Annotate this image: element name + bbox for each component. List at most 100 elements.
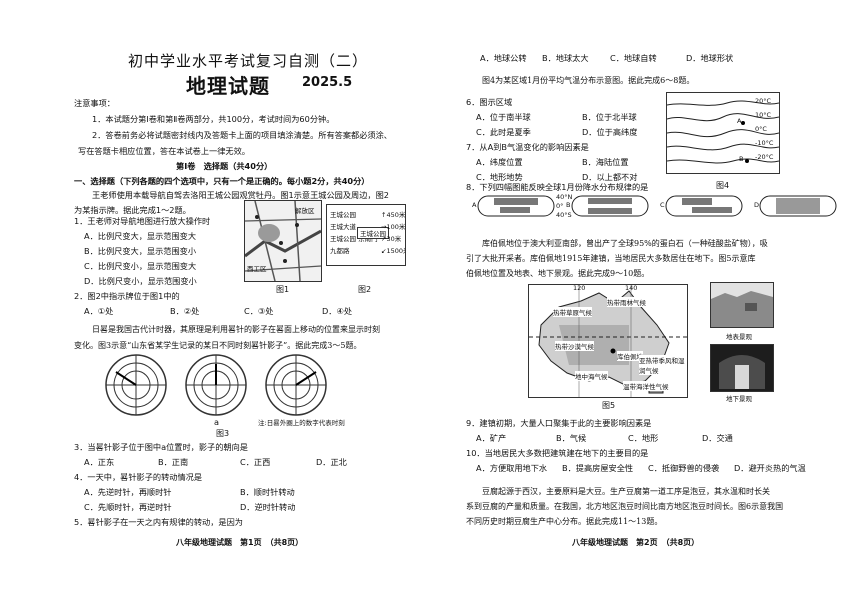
- q1-option-a: A．比例尺变大，显示范围变大: [84, 231, 197, 241]
- q7-option-b: B．海陆位置: [582, 157, 629, 167]
- figure-2-caption: 图2: [358, 285, 372, 294]
- q7-option-c: C．地形地势: [476, 172, 523, 182]
- figure-3-caption: 图3: [216, 429, 230, 438]
- sign-row: 王城公园 东南门: [330, 235, 378, 243]
- intro-paragraph: 日晷是我国古代计时器，其原理是利用晷针的影子在晷面上移动的位置来显示时刻: [92, 325, 380, 334]
- figure-4-isotherm-map: 20°C 10°C 0°C -10°C -20°C A B: [666, 92, 780, 174]
- notice-heading: 注意事项：: [74, 98, 115, 108]
- q3-stem: 3．当晷针影子位于图中a位置时，影子的朝向是: [74, 442, 248, 452]
- map-label: 西工区: [247, 265, 267, 273]
- q4-stem: 4．一天中，晷针影子的转动情况是: [74, 472, 203, 482]
- intro-paragraph: 变化。图3示意“山东省某学生记录的某日不同时刻晷针影子”。据此完成3～5题。: [74, 341, 362, 350]
- sign-distance: ↗30米: [381, 235, 402, 243]
- map-label: 解放区: [295, 207, 315, 215]
- sign-distance: →100米: [381, 223, 406, 231]
- q3-option-c: C．正西: [240, 457, 271, 467]
- isotherm-label: 20°C: [755, 97, 772, 105]
- q8-lat-label: 0°: [556, 202, 564, 210]
- q3-option-b: B．正南: [158, 457, 189, 467]
- sign-row: 王城公园: [330, 211, 356, 219]
- q8-option-c: C: [660, 201, 665, 209]
- photo-caption: 地下景观: [726, 395, 752, 403]
- q4-option-a: A．先逆时针，再顺时针: [84, 487, 172, 497]
- sign-row: 九都路: [330, 247, 350, 255]
- intro-paragraph: 伯佩地位置及地表、地下景观。据此完成9～10题。: [466, 269, 650, 278]
- q4-option-b: B．顺时针转动: [240, 487, 295, 497]
- q5-option-b: B．地球太大: [542, 53, 589, 63]
- q2-option-a: A．①处: [84, 306, 114, 316]
- q10-option-d: D．避开炎热的气温: [734, 463, 806, 473]
- q10-stem: 10．当地居民大多数把建筑建在地下的主要目的是: [466, 448, 649, 458]
- isotherm-label: -10°C: [755, 139, 774, 147]
- q4-option-c: C．先顺时针，再逆时针: [84, 502, 172, 512]
- photo-caption: 地表景观: [726, 333, 752, 341]
- q8-option-a: A: [472, 201, 477, 209]
- q3-option-d: D．正北: [316, 457, 347, 467]
- climate-label: 亚热带季风和湿润气候: [639, 355, 685, 375]
- intro-paragraph: 图4为某区域1月份平均气温分布示意图。据此完成6～8题。: [482, 76, 695, 85]
- sign-distance: ↙1500米: [381, 247, 405, 255]
- q1-option-b: B．比例尺变大，显示范围变小: [84, 246, 197, 256]
- q9-option-c: C．地形: [628, 433, 659, 443]
- q9-option-b: B．气候: [556, 433, 587, 443]
- precip-diagrams: [477, 195, 837, 217]
- q6-option-b: B．位于北半球: [582, 112, 637, 122]
- notice-line: 写在答题卡相应位置，答在本试卷上一律无效。: [78, 146, 250, 156]
- q1-option-d: D．比例尺变小，显示范围变小: [84, 276, 197, 286]
- q2-stem: 2．图2中指示牌位于图1中的: [74, 291, 180, 301]
- q6-option-a: A．位于南半球: [476, 112, 531, 122]
- q8-option-b: B: [566, 201, 571, 209]
- q5-stem: 5．晷针影子在一天之内有规律的转动，是因为: [74, 517, 243, 527]
- q1-stem: 1．王老师对导航地图进行放大操作时: [74, 216, 211, 226]
- climate-label: 地中海气候: [575, 371, 608, 381]
- intro-paragraph: 为某指示牌。据此完成1～2题。: [74, 205, 191, 215]
- figure-2-sign: 王城公园 王城大道 王城公园 东南门 九都路 王城公园 ↑450米 →100米 …: [326, 204, 406, 266]
- longitude-label: 120: [573, 284, 586, 292]
- part-title: 一、选择题（下列各题的四个选项中，只有一个是正确的。每小题2分，共40分）: [74, 176, 370, 186]
- climate-label: 热带沙漠气候: [555, 341, 594, 351]
- q10-option-c: C．抵御野兽的侵袭: [648, 463, 720, 473]
- climate-label: 温带海洋性气候: [623, 381, 669, 391]
- q6-stem: 6．图示区域: [466, 97, 513, 107]
- q2-option-d: D．④处: [322, 306, 353, 316]
- q8-stem: 8．下列四幅图能反映全球1月份降水分布规律的是: [466, 182, 649, 192]
- climate-label: 热带草原气候: [553, 307, 592, 317]
- intro-paragraph: 不同历史时期豆腐生产中心分布。据此完成11～13题。: [466, 517, 663, 526]
- q5-option-d: D．地球形状: [686, 53, 734, 63]
- figure-4-caption: 图4: [716, 181, 730, 190]
- q8-lat-label: 40°S: [556, 211, 572, 219]
- city-map-graphic: [245, 201, 321, 281]
- q2-option-b: B．②处: [170, 306, 200, 316]
- isotherm-graphic: [667, 100, 779, 164]
- figure-3-note: 注:日晷外圈上的数字代表时刻: [258, 419, 345, 427]
- figure-3-sundials: [96, 352, 340, 418]
- exam-title: 初中学业水平考试复习自测（二）: [128, 52, 369, 70]
- sign-row: 王城大道: [330, 223, 356, 231]
- q4-option-d: D．逆时针转动: [240, 502, 296, 512]
- figure-1-caption: 图1: [276, 285, 290, 294]
- intro-paragraph: 王老师使用本载导航自驾去洛阳王城公园观赏牡丹。图1示意王城公园及周边，图2: [92, 190, 389, 200]
- q8-precip-options: A B C D 40°N 0° 40°S: [472, 193, 842, 219]
- intro-paragraph: 系到豆腐的产量和质量。在我国，北方地区泡豆时间比南方地区泡豆时间长。图6示意我国: [466, 502, 784, 511]
- subject-title: 地理试题: [186, 74, 270, 98]
- sundial-graphic: [105, 354, 327, 416]
- q6-option-d: D．位于高纬度: [582, 127, 638, 137]
- q7-option-d: D．以上都不对: [582, 172, 638, 182]
- q8-lat-label: 40°N: [556, 193, 573, 201]
- q5-option-a: A．地球公转: [480, 53, 527, 63]
- q8-option-d: D: [754, 201, 760, 209]
- isotherm-label: 0°C: [755, 125, 767, 133]
- q10-option-a: A．方便取用地下水: [476, 463, 548, 473]
- sign-center: 王城公园: [357, 227, 389, 239]
- q2-option-c: C．③处: [244, 306, 274, 316]
- left-page: 初中学业水平考试复习自测（二） 地理试题 2025.5 注意事项： 1．本试题分…: [74, 52, 406, 547]
- q9-option-a: A．矿产: [476, 433, 507, 443]
- q6-option-c: C．此时是夏季: [476, 127, 531, 137]
- climate-label: 热带雨林气候: [607, 297, 646, 307]
- exam-date: 2025.5: [302, 75, 353, 90]
- q10-option-b: B．提高房屋安全性: [562, 463, 634, 473]
- q7-option-a: A．纬度位置: [476, 157, 523, 167]
- figure-1-map: 解放区 西工区: [244, 200, 322, 282]
- sign-distance: ↑450米: [381, 211, 406, 219]
- surface-photo-graphic: [711, 283, 773, 327]
